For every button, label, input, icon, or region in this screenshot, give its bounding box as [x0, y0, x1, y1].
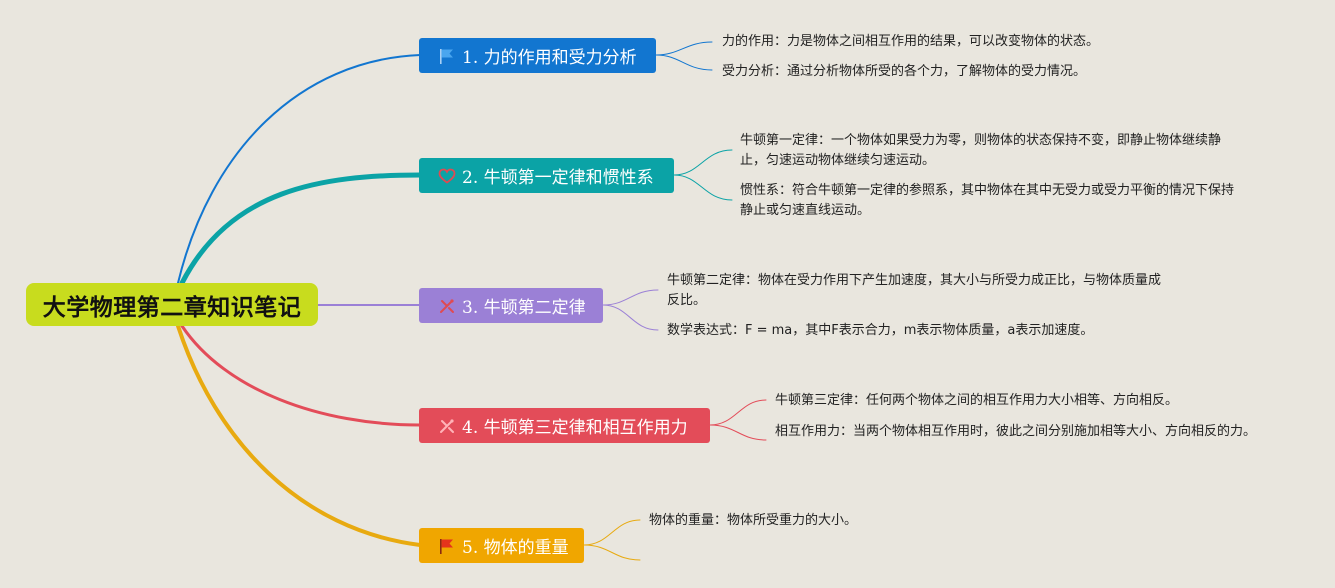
note-line-5a	[583, 519, 641, 546]
topic-4-note-2: 相互作用力：当两个物体相互作用时，彼此之间分别施加相等大小、方向相反的力。	[775, 424, 1257, 439]
topic-1-label: 1. 力的作用和受力分析	[462, 48, 637, 68]
flag-icon	[436, 46, 458, 66]
topic-4-newton-third[interactable]: 4. 牛顿第三定律和相互作用力	[419, 408, 710, 443]
note-line-4b	[709, 424, 767, 441]
note-line-4a	[709, 399, 767, 426]
heart-icon	[436, 166, 458, 186]
topic-2-note-1: 牛顿第一定律：一个物体如果受力为零，则物体的状态保持不变，即静止物体继续静止，匀…	[740, 133, 1222, 168]
note-line-2b	[673, 174, 733, 201]
note-line-2a	[673, 149, 733, 176]
topic-1-note-1: 力的作用：力是物体之间相互作用的结果，可以改变物体的状态。	[722, 34, 1100, 49]
note-line-1a	[655, 41, 713, 56]
note-line-3a	[602, 289, 659, 306]
flag-icon	[436, 536, 458, 556]
topic-3-note-1: 牛顿第二定律：物体在受力作用下产生加速度，其大小与所受力成正比，与物体质量成反比…	[667, 273, 1162, 308]
topic-3-label: 3. 牛顿第二定律	[462, 298, 586, 318]
topic-2-newton-first[interactable]: 2. 牛顿第一定律和惯性系	[419, 158, 674, 193]
note-line-3b	[602, 304, 659, 331]
topic-1-note-2: 受力分析：通过分析物体所受的各个力，了解物体的受力情况。	[722, 64, 1087, 79]
note-line-5b	[583, 544, 641, 561]
root-topic[interactable]: 大学物理第二章知识笔记	[26, 283, 318, 326]
topic-3-newton-second[interactable]: 3. 牛顿第二定律	[419, 288, 603, 323]
topic-2-note-2: 惯性系：符合牛顿第一定律的参照系，其中物体在其中无受力或受力平衡的情况下保持静止…	[740, 183, 1235, 218]
branch-line-1	[177, 54, 421, 284]
note-line-1b	[655, 54, 713, 71]
branch-line-2	[179, 172, 423, 286]
tools-icon	[436, 296, 458, 316]
topic-4-note-1: 牛顿第三定律：任何两个物体之间的相互作用力大小相等、方向相反。	[775, 393, 1179, 408]
topic-5-label: 5. 物体的重量	[462, 538, 569, 558]
topic-5-note-1: 物体的重量：物体所受重力的大小。	[649, 513, 858, 528]
topic-1-force[interactable]: 1. 力的作用和受力分析	[419, 38, 656, 73]
topic-4-label: 4. 牛顿第三定律和相互作用力	[462, 418, 688, 438]
topic-5-weight[interactable]: 5. 物体的重量	[419, 528, 584, 563]
branch-line-5	[176, 324, 422, 547]
topic-2-label: 2. 牛顿第一定律和惯性系	[462, 168, 654, 188]
tools-icon	[436, 416, 458, 436]
root-title: 大学物理第二章知识笔记	[42, 294, 302, 321]
topic-3-note-2: 数学表达式：F = ma，其中F表示合力，m表示物体质量，a表示加速度。	[667, 323, 1094, 338]
branch-line-4	[180, 324, 422, 427]
